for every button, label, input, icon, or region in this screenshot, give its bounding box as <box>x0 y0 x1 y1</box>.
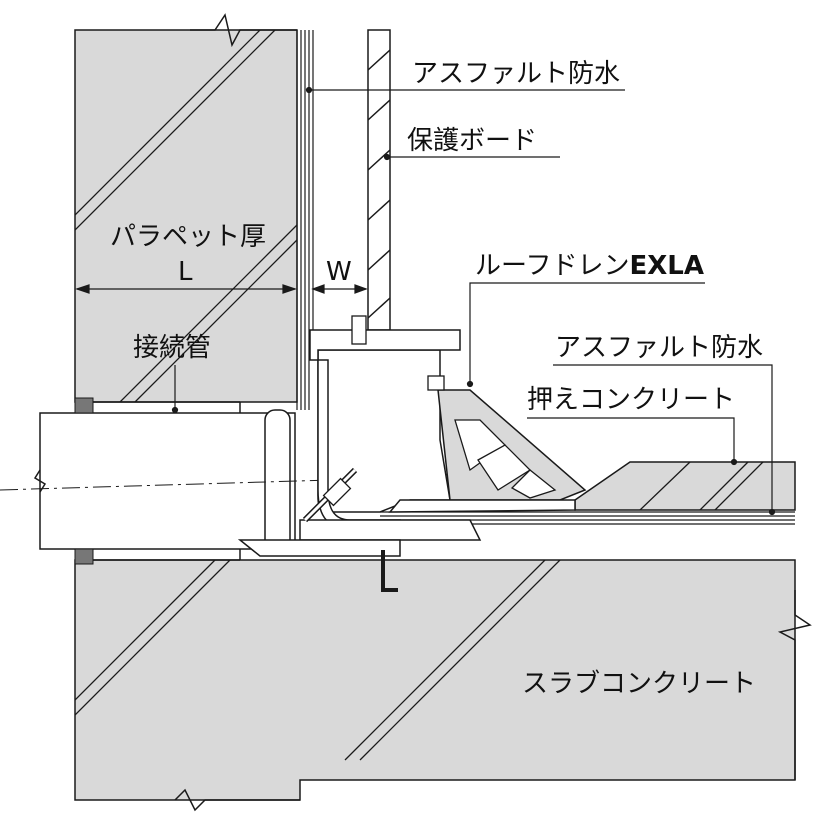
leader-lines <box>171 86 776 516</box>
label-asphalt-waterproof-wall: アスファルト防水 <box>412 59 620 89</box>
parapet-wall <box>74 13 298 403</box>
label-protection-board: 保護ボード <box>407 126 537 156</box>
label-roof-drain-model: EXLA <box>629 251 704 281</box>
protection-board <box>367 29 391 331</box>
label-dimension-W: W <box>326 257 352 287</box>
pressing-concrete <box>574 461 796 511</box>
slab-concrete <box>74 559 812 812</box>
connecting-pipe <box>0 401 331 561</box>
wall-waterproof-layers <box>296 30 314 410</box>
dimension-W <box>311 284 368 294</box>
label-roof-drain-prefix: ルーフドレン <box>475 251 629 281</box>
sealant-rings <box>74 397 94 565</box>
label-slab-concrete: スラブコンクリート <box>522 669 756 699</box>
label-dimension-L: L <box>178 257 193 287</box>
label-roof-drain: ルーフドレンEXLA <box>475 251 704 281</box>
label-pressing-concrete: 押えコンクリート <box>527 385 735 415</box>
label-connecting-pipe: 接続管 <box>133 333 211 363</box>
dimension-L <box>75 284 297 294</box>
bolts <box>302 315 445 592</box>
roof-drain-body <box>237 329 587 557</box>
label-asphalt-waterproof-roof: アスファルト防水 <box>555 333 763 363</box>
label-parapet-thickness: パラペット厚 <box>110 222 266 252</box>
